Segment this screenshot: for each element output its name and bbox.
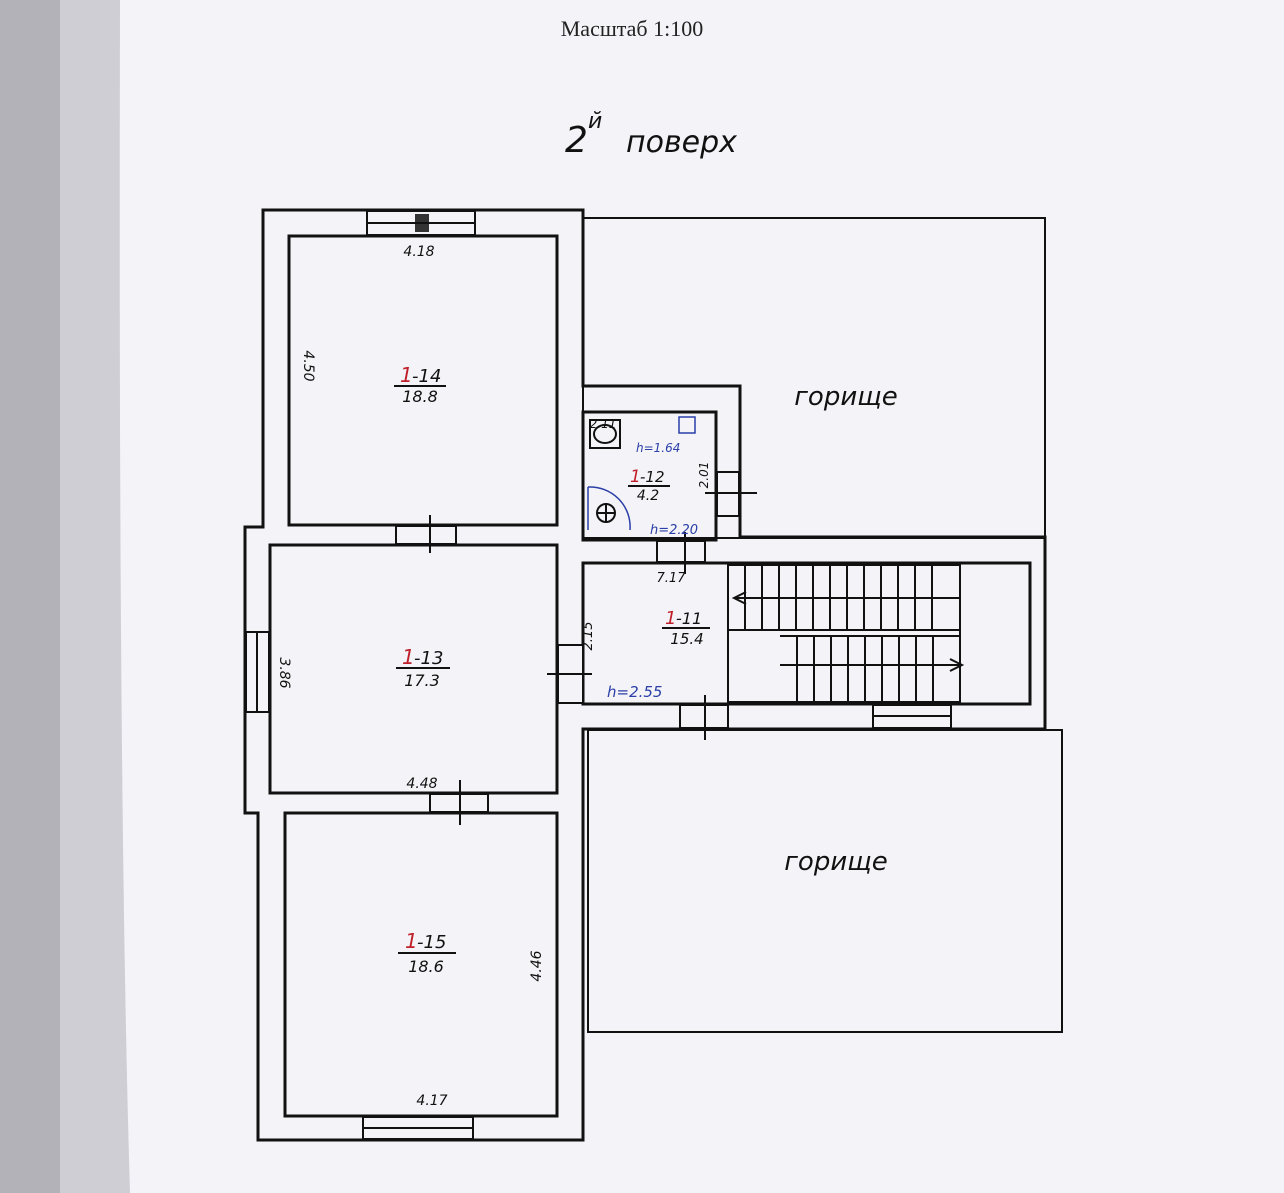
windows <box>245 210 952 1140</box>
room-area: 18.6 <box>408 957 444 976</box>
floor-title-number: 2 <box>565 120 588 161</box>
room-label-1-12: 1 -12 4.2 <box>628 467 670 504</box>
scale-caption: Масштаб 1:100 <box>561 16 703 41</box>
room-number: 1 <box>630 467 641 487</box>
dimension-labels: 4.18 4.50 3.86 4.48 4.46 4.17 2.11 2.01 … <box>276 244 711 1109</box>
dimension-depth-room-15: 4.46 <box>529 950 545 981</box>
dimension-depth-room-13: 3.86 <box>276 657 292 688</box>
staircase <box>727 564 965 703</box>
room-suffix: -11 <box>676 609 702 628</box>
room-label-1-14: 1 -14 18.8 <box>394 363 446 406</box>
ceiling-heights: h=1.64 h=2.20 h=2.55 <box>607 441 698 701</box>
sanitary-fixtures <box>587 416 696 531</box>
toilet-icon <box>593 424 617 444</box>
floor-title: 2 й поверх <box>565 109 737 161</box>
attic-label-upper: горище <box>794 382 897 412</box>
dimension-width-room-14: 4.18 <box>403 244 434 260</box>
sink-icon <box>678 416 696 434</box>
dimension-stairwell-depth: 2.15 <box>581 622 596 651</box>
height-bathroom: h=2.20 <box>650 523 698 538</box>
room-number: 1 <box>400 363 413 387</box>
height-bathroom-toilet: h=1.64 <box>636 441 680 455</box>
door-bathroom <box>656 540 706 563</box>
room-suffix: -15 <box>417 932 446 953</box>
room-number: 1 <box>405 929 418 953</box>
room-label-1-11: 1 -11 15.4 <box>662 608 710 648</box>
room-area: 18.8 <box>402 387 438 406</box>
dimension-width-room-13: 4.48 <box>406 776 437 792</box>
room-suffix: -13 <box>414 648 443 669</box>
doors <box>395 471 757 825</box>
sheet-paper <box>119 0 1284 1193</box>
room-area: 15.4 <box>670 630 703 648</box>
height-stairwell: h=2.55 <box>607 683 662 701</box>
room-area: 17.3 <box>404 671 440 690</box>
floor-title-word: поверх <box>626 125 737 160</box>
dimension-stairwell-length: 7.17 <box>657 571 687 586</box>
room-suffix: -14 <box>412 366 441 387</box>
dimension-depth-room-14: 4.50 <box>300 350 316 381</box>
page-fold-shadow <box>60 0 130 1193</box>
room-suffix: -12 <box>640 468 665 486</box>
room-area: 4.2 <box>637 488 659 504</box>
dimension-width-room-15: 4.17 <box>416 1093 447 1109</box>
dimension-bathroom-width: 2.11 <box>590 417 617 431</box>
room-number: 1 <box>665 608 676 629</box>
door-room-14 <box>395 525 457 545</box>
room-label-1-15: 1 -15 18.6 <box>398 929 456 976</box>
room-label-1-13: 1 -13 17.3 <box>396 645 450 690</box>
floor-title-superscript: й <box>588 109 602 134</box>
attic-label-lower: горище <box>784 847 887 877</box>
dimension-bathroom-depth: 2.01 <box>697 462 711 489</box>
room-number: 1 <box>402 645 415 669</box>
